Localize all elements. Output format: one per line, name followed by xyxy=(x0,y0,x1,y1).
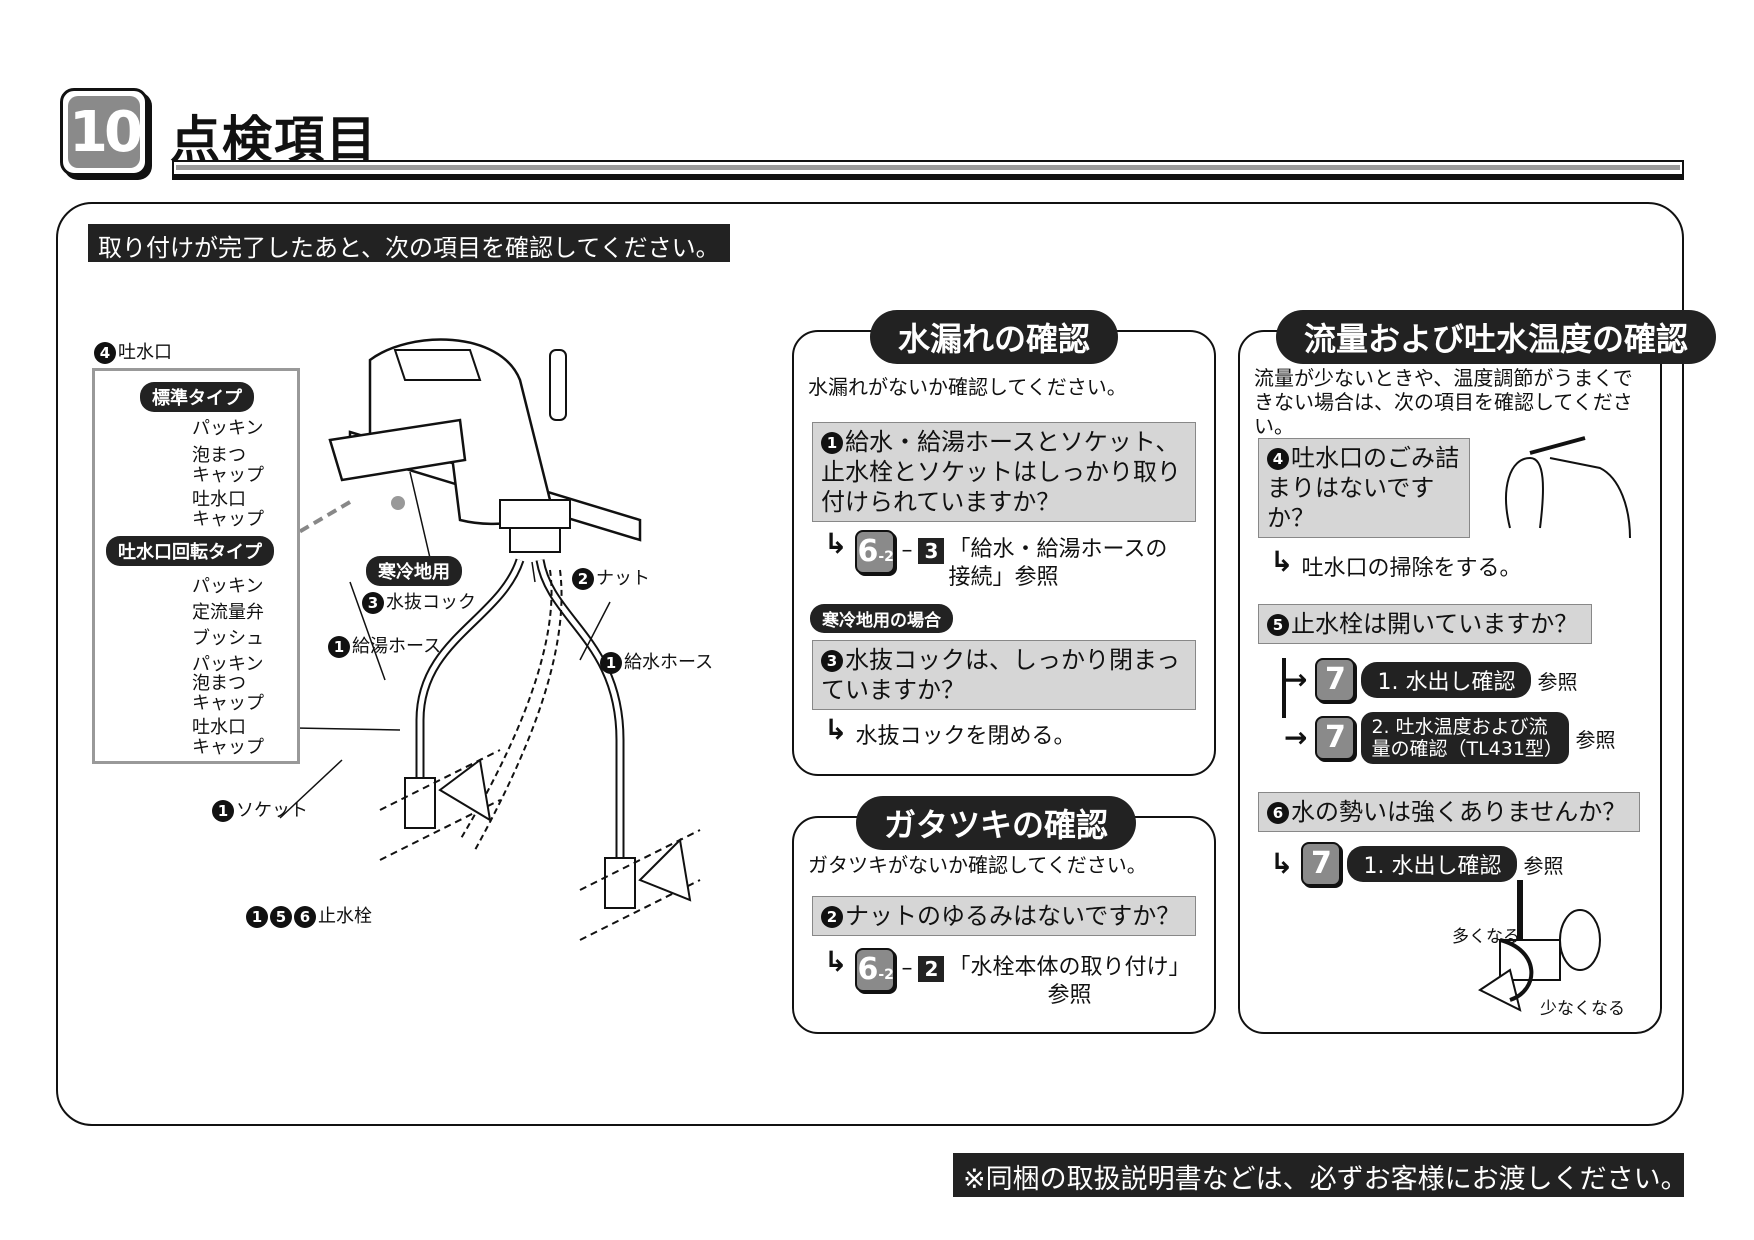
flow-ref-b: → 7 2. 吐水温度および流量の確認（TL431型） 参照 xyxy=(1284,712,1615,764)
spout-parts-box xyxy=(92,368,300,764)
ref-badge[interactable]: 7 xyxy=(1315,658,1356,702)
right-arrow-icon: ↳ xyxy=(824,713,848,746)
ref-badge[interactable]: 7 xyxy=(1301,842,1342,886)
title-underline xyxy=(172,160,1684,176)
right-arrow-icon: ↳ xyxy=(1270,847,1294,880)
rotating-type-label: 吐水口回転タイプ xyxy=(106,536,274,566)
flow-check-panel: 流量および吐水温度の確認 流量が少ないときや、温度調節がうまくできない場合は、次… xyxy=(1238,310,1717,1034)
flow-lead: 流量が少ないときや、温度調節がうまくできない場合は、次の項目を確認してください。 xyxy=(1254,366,1633,438)
standard-type-label: 標準タイプ xyxy=(140,382,254,412)
flow-check-title: 流量および吐水温度の確認 xyxy=(1276,310,1717,364)
right-arrow-icon: → xyxy=(1284,721,1308,754)
section-number-badge: 10 xyxy=(60,88,148,176)
cold-case-label: 寒冷地用の場合 xyxy=(810,604,953,633)
less-label: 少なくなる xyxy=(1540,999,1625,1019)
footer-note: ※同梱の取扱説明書などは、必ずお客様にお渡しください。 xyxy=(953,1153,1688,1197)
flow-a4: ↳ 吐水口の掃除をする。 xyxy=(1270,545,1522,582)
more-label: 多くなる xyxy=(1452,927,1520,947)
part-packing-2: パッキン xyxy=(192,576,264,597)
flow-ref-c: ↳ 7 1. 水出し確認 参照 xyxy=(1270,842,1563,886)
cleaning-hands-illustration xyxy=(1505,436,1631,539)
part-bush: ブッシュ xyxy=(192,628,264,649)
ref-badge[interactable]: 7 xyxy=(1315,716,1356,760)
branch-line xyxy=(1282,658,1286,718)
rattle-check-title: ガタツキの確認 xyxy=(856,796,1137,850)
part-flow-valve: 定流量弁 xyxy=(192,602,264,623)
part-packing-3: パッキン xyxy=(192,654,264,675)
part-aerator-cap-2: 泡まつ キャップ xyxy=(192,673,264,714)
main-frame xyxy=(56,202,1684,1126)
leak-lead: 水漏れがないか確認してください。 xyxy=(808,375,1127,399)
part-aerator-cap: 泡まつ キャップ xyxy=(192,445,264,486)
section-number: 10 xyxy=(68,96,143,168)
right-arrow-icon: ↳ xyxy=(824,527,848,560)
leak-ref1: ↳ 6-2 –3 「給水・給湯ホースの接続」参照 xyxy=(824,527,1168,591)
right-arrow-icon: → xyxy=(1284,663,1308,696)
intro-banner: 取り付けが完了したあと、次の項目を確認してください。 xyxy=(88,224,730,262)
rattle-ref: ↳ 6-2 –2 「水栓本体の取り付け」 参照 xyxy=(824,945,1191,1009)
part-spout-cap-2: 吐水口 キャップ xyxy=(192,717,264,758)
flow-ref-a: → 7 1. 水出し確認 参照 xyxy=(1284,658,1577,702)
right-arrow-icon: ↳ xyxy=(1270,545,1294,578)
stop-valve-illustration xyxy=(1478,880,1601,1012)
part-packing: パッキン xyxy=(192,418,264,439)
ref-badge[interactable]: 6-2 xyxy=(855,948,896,992)
part-spout-cap: 吐水口 キャップ xyxy=(192,489,264,530)
leak-a3: ↳ 水抜コックを閉める。 xyxy=(824,713,1076,750)
rattle-lead: ガタツキがないか確認してください。 xyxy=(808,853,1147,877)
page-title: 点検項目 xyxy=(170,111,378,169)
ref-badge[interactable]: 6-2 xyxy=(855,530,896,574)
leak-check-title: 水漏れの確認 xyxy=(870,310,1119,364)
right-arrow-icon: ↳ xyxy=(824,945,848,978)
cold-region-label: 寒冷地用 xyxy=(366,556,462,586)
